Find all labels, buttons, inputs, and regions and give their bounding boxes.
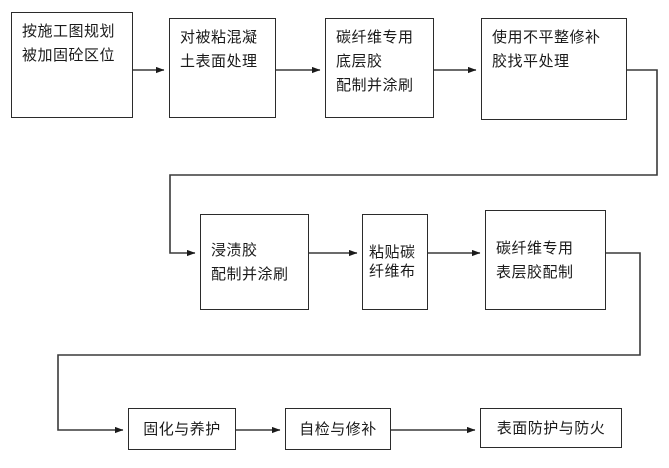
flow-node-line: 对被粘混凝 [180, 28, 258, 46]
flow-node-line: 表层胶配制 [496, 263, 574, 281]
flow-node-self-inspection-and-repair[interactable]: 自检与修补 [285, 408, 391, 450]
flow-node-line: 表面防护与防火 [496, 419, 606, 437]
flow-node-line: 自检与修补 [299, 420, 377, 438]
flow-node-line: 浸渍胶 [211, 241, 258, 259]
flow-node-line: 纤维布 [369, 262, 416, 280]
flow-node-impregnating-resin-prep[interactable]: 浸渍胶 配制并涂刷 [200, 214, 309, 310]
flow-node-primer-adhesive-prep[interactable]: 碳纤维专用 底层胶 配制并涂刷 [325, 18, 434, 118]
flow-node-bond-carbon-fiber-cloth[interactable]: 粘贴碳 纤维布 [362, 214, 428, 310]
flow-node-leveling-putty-treatment[interactable]: 使用不平整修补 胶找平处理 [481, 18, 627, 120]
flow-node-curing-and-maintenance[interactable]: 固化与养护 [128, 408, 236, 450]
flow-node-plan-reinforcement-zone[interactable]: 按施工图规划 被加固砼区位 [11, 12, 133, 118]
flow-node-line: 固化与养护 [143, 420, 221, 438]
flow-node-line: 碳纤维专用 [496, 239, 574, 257]
flow-node-line: 碳纤维专用 [336, 28, 414, 46]
flow-node-line: 被加固砼区位 [22, 46, 116, 64]
flow-node-line: 胶找平处理 [492, 52, 570, 70]
flow-node-line: 土表面处理 [180, 52, 258, 70]
flow-node-concrete-surface-treatment[interactable]: 对被粘混凝 土表面处理 [169, 18, 276, 118]
flow-node-line: 配制并涂刷 [336, 76, 414, 94]
flow-node-line: 配制并涂刷 [211, 265, 289, 283]
flow-node-surface-protection-fireproofing[interactable]: 表面防护与防火 [480, 408, 622, 448]
flow-node-line: 粘贴碳 [369, 243, 416, 261]
flow-node-topcoat-adhesive-prep[interactable]: 碳纤维专用 表层胶配制 [485, 210, 606, 310]
flow-node-line: 底层胶 [336, 52, 383, 70]
flow-node-line: 按施工图规划 [22, 22, 116, 40]
flow-node-line: 使用不平整修补 [492, 28, 601, 46]
